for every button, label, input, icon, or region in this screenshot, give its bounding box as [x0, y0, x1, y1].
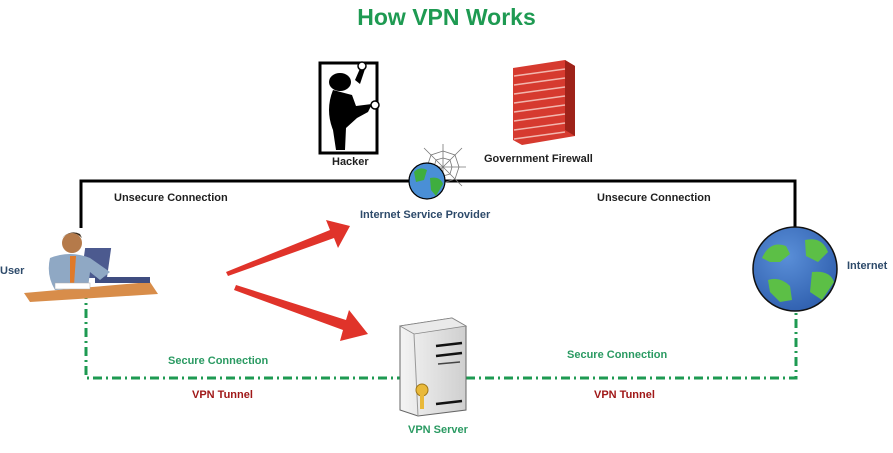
person-at-laptop-icon — [24, 232, 158, 302]
hacker-label: Hacker — [332, 156, 369, 168]
vpn-server-label: VPN Server — [408, 424, 468, 436]
secure-connection-label-left: Secure Connection — [168, 355, 269, 367]
unsecure-connection-label-left: Unsecure Connection — [114, 192, 228, 204]
server-with-key-icon — [398, 317, 468, 417]
arrow-to-isp — [226, 220, 350, 276]
hacker-climbing-window-icon — [318, 61, 380, 155]
unsecure-connection-label-right: Unsecure Connection — [597, 192, 711, 204]
page-title: How VPN Works — [357, 4, 536, 30]
arrow-to-vpn-server — [234, 285, 368, 341]
secure-connection-line — [84, 290, 798, 380]
user-label: User — [0, 265, 25, 277]
vpn-tunnel-label-left: VPN Tunnel — [192, 389, 253, 401]
firewall-label: Government Firewall — [484, 153, 593, 165]
brick-wall-icon — [513, 60, 575, 145]
secure-connection-label-right: Secure Connection — [567, 349, 668, 361]
globe-icon — [752, 226, 838, 312]
globe-with-spiderweb-icon — [408, 144, 466, 200]
internet-label: Internet — [847, 260, 888, 272]
isp-label: Internet Service Provider — [360, 209, 491, 221]
vpn-tunnel-label-right: VPN Tunnel — [594, 389, 655, 401]
